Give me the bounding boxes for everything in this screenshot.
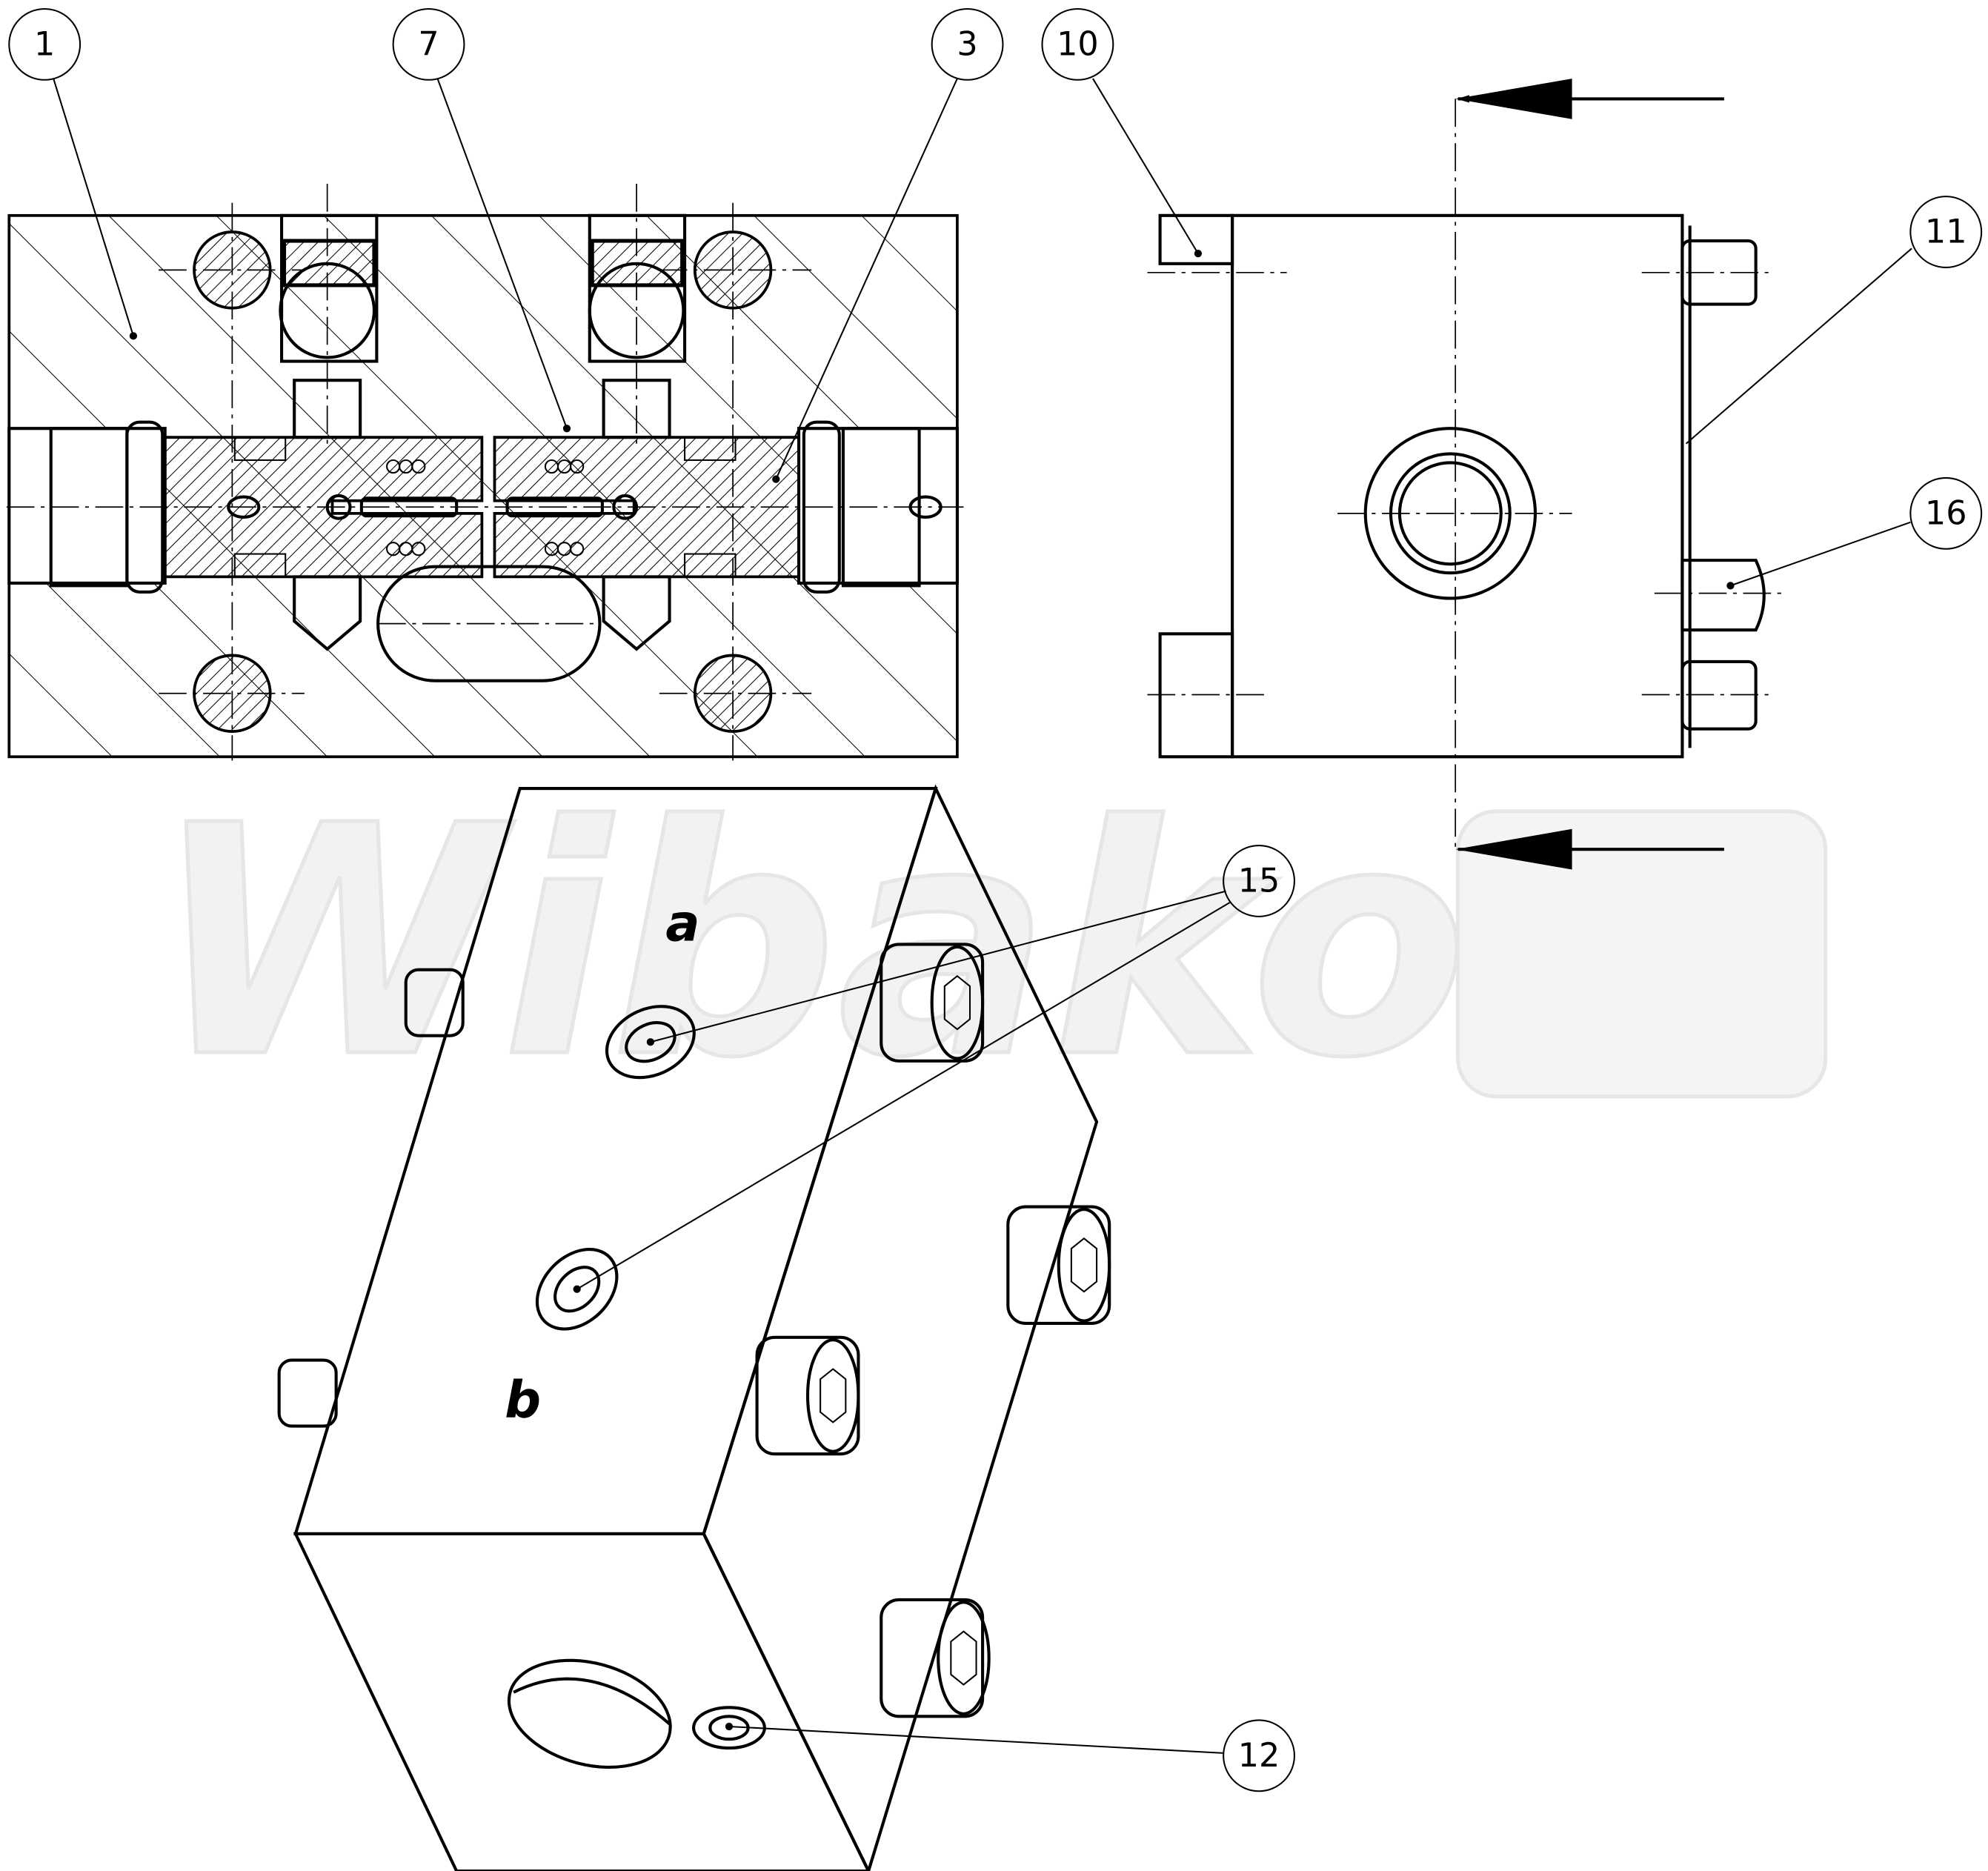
port-label-b: b	[505, 1371, 541, 1430]
svg-text:16: 16	[1925, 494, 1967, 532]
port-label-a: a	[665, 894, 699, 953]
callout-16: 16	[1909, 476, 1983, 550]
socket-bolt	[755, 1335, 860, 1456]
watermark-logo: Wibako	[150, 756, 1828, 1129]
svg-text:10: 10	[1057, 25, 1099, 63]
callout-1: 1	[8, 7, 82, 81]
svg-text:7: 7	[418, 25, 439, 63]
arrow-top-icon	[1455, 79, 1572, 119]
socket-bolt	[1006, 1205, 1111, 1326]
section-view	[6, 184, 964, 761]
callout-11: 11	[1909, 196, 1983, 268]
svg-text:Wibako: Wibako	[153, 758, 1469, 1127]
arrow-bottom-icon	[1455, 828, 1572, 870]
callout-15: 15	[1223, 845, 1295, 917]
callout-12: 12	[1223, 1719, 1295, 1792]
socket-bolt	[880, 1598, 991, 1718]
svg-text:11: 11	[1925, 213, 1967, 251]
svg-text:1: 1	[34, 25, 55, 63]
callout-3: 3	[931, 7, 1004, 81]
front-face	[293, 1532, 871, 1871]
socket-bolt	[880, 943, 985, 1063]
callout-10: 10	[1041, 7, 1114, 81]
svg-text:15: 15	[1238, 862, 1280, 900]
isometric-view: a b	[277, 784, 1111, 1871]
svg-text:12: 12	[1238, 1737, 1280, 1775]
right-face	[702, 784, 1099, 1871]
svg-text:3: 3	[957, 25, 977, 63]
callouts: 1 7 3 10 11 16 15 12	[8, 7, 1983, 1792]
callout-7: 7	[392, 7, 465, 81]
check-valve-left	[279, 213, 379, 651]
side-view	[1147, 79, 1788, 870]
